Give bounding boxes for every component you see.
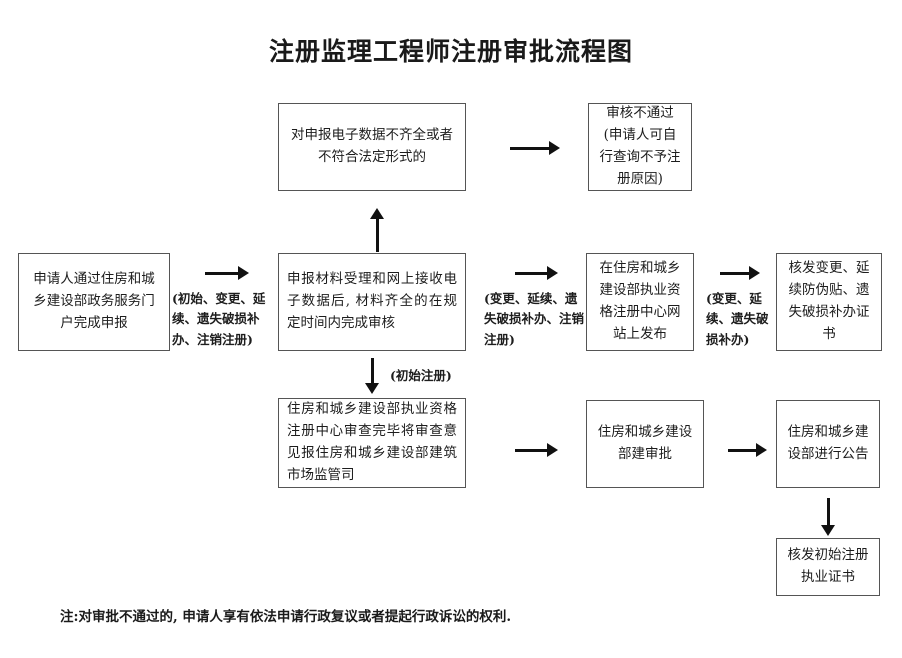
node-incomplete-data: 对申报电子数据不齐全或者不符合法定形式的: [278, 103, 466, 191]
arrow-head: [755, 443, 767, 457]
arrow-accept-to-registry: [364, 358, 380, 394]
arrow-shaft: [205, 271, 239, 275]
arrow-shaft: [514, 271, 548, 275]
edge-label-accept-to-publish: (变更、延续、遗失破损补办、注销注册): [484, 291, 585, 347]
node-review-failed: 审核不通过(申请人可自行查询不予注册原因): [588, 103, 692, 191]
node-applicant-submit: 申请人通过住房和城乡建设部政务服务门户完成申报: [18, 253, 170, 351]
node-accept-review: 申报材料受理和网上接收电子数据后, 材料齐全的在规定时间内完成审核: [278, 253, 466, 351]
node-issue-initial-cert: 核发初始注册执业证书: [776, 538, 880, 596]
arrow-shaft: [720, 271, 750, 275]
arrow-head: [370, 208, 384, 219]
arrow-head: [546, 443, 558, 457]
footnote: 注:对审批不通过的, 申请人享有依法申请行政复议或者提起行政诉讼的权利.: [60, 609, 512, 625]
arrow-head: [365, 383, 379, 394]
page-title: 注册监理工程师注册审批流程图: [268, 37, 633, 66]
edge-label-submit-to-accept: (初始、变更、延续、遗失破损补办、注销注册): [172, 291, 266, 347]
node-publish-website: 在住房和城乡建设部执业资格注册中心网站上发布: [586, 253, 694, 351]
node-registry-center-report: 住房和城乡建设部执业资格注册中心审查完毕将审查意见报住房和城乡建设部建筑市场监管…: [278, 398, 466, 488]
arrow-shaft: [727, 448, 757, 452]
arrow-shaft: [370, 358, 374, 384]
node-issue-change-cert: 核发变更、延续防伪贴、遗失破损补办证书: [776, 253, 882, 351]
arrow-publish-to-issue: [714, 265, 766, 281]
arrow-accept-to-incomplete: [369, 208, 385, 252]
arrow-shaft: [826, 498, 830, 526]
arrow-shaft: [510, 146, 550, 150]
arrow-head: [546, 266, 558, 280]
arrow-head: [238, 266, 249, 280]
arrow-registry-to-ministry: [508, 442, 564, 458]
arrow-accept-to-publish: [508, 265, 564, 281]
arrow-shaft: [514, 448, 548, 452]
arrow-head: [821, 525, 835, 536]
arrow-head: [549, 141, 560, 155]
arrow-submit-to-accept: [198, 265, 256, 281]
node-ministry-approval: 住房和城乡建设部建审批: [586, 400, 704, 488]
arrow-incomplete-to-failed: [505, 140, 565, 156]
arrow-ministry-to-announce: [722, 442, 772, 458]
node-ministry-announce: 住房和城乡建设部进行公告: [776, 400, 880, 488]
arrow-shaft: [375, 218, 379, 252]
arrow-announce-to-initial-cert: [820, 498, 836, 536]
arrow-head: [749, 266, 760, 280]
edge-label-accept-to-registry: (初始注册): [390, 368, 452, 383]
edge-label-publish-to-issue: (变更、延续、遗失破损补办): [706, 291, 769, 347]
